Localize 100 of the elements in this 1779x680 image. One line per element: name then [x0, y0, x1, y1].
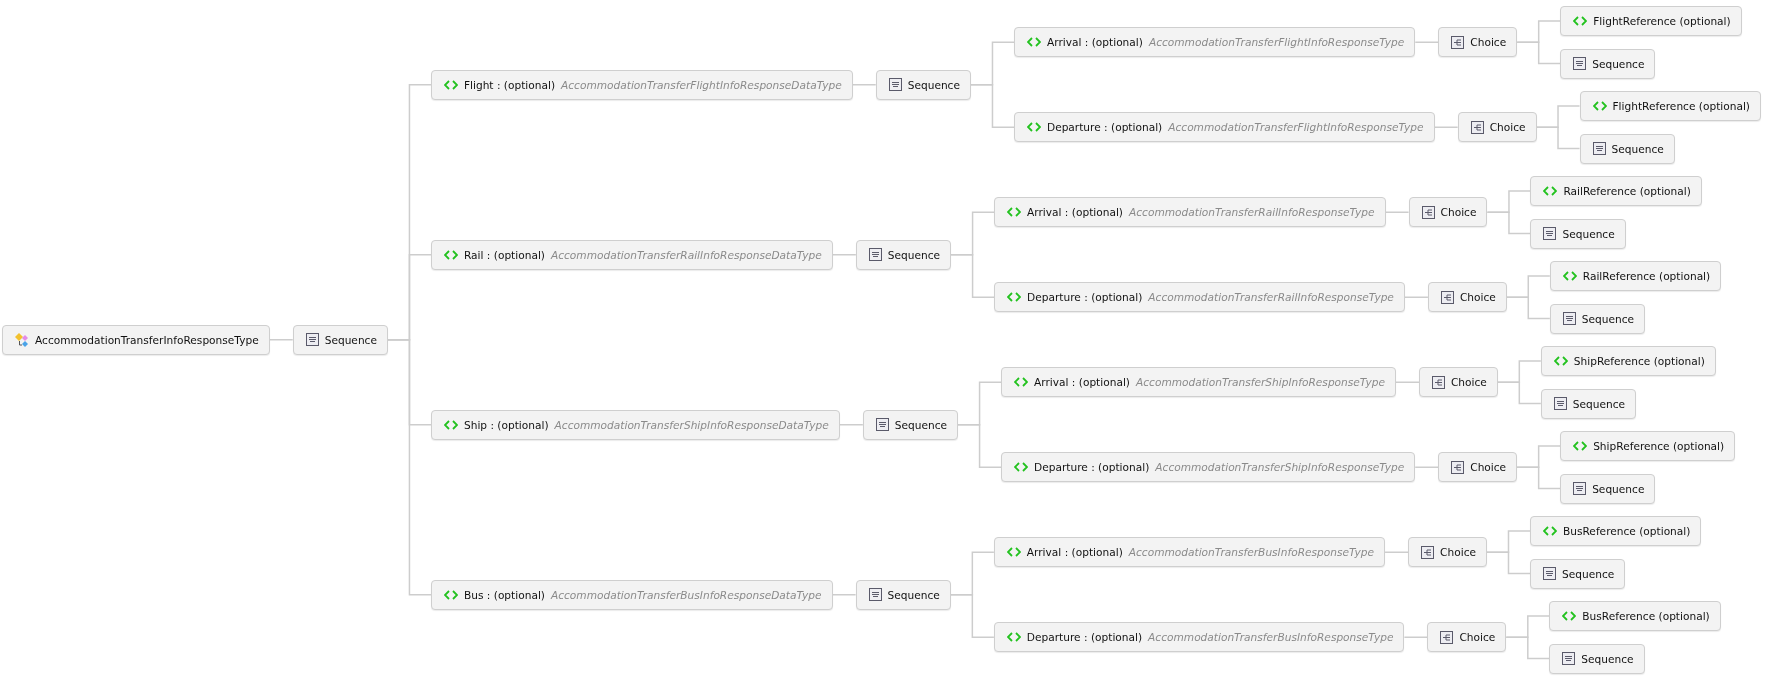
sequence-node — [292, 324, 388, 355]
element-name: Arrival : (optional) — [1034, 376, 1130, 389]
element-node — [1530, 516, 1702, 546]
type-name: AccommodationTransferFlightInfoResponseDataType — [561, 78, 842, 91]
sequence-node — [1560, 48, 1656, 79]
node-label: Sequence — [1562, 227, 1615, 240]
element-node — [1549, 261, 1722, 291]
element-node — [430, 69, 853, 100]
choice-node — [1457, 112, 1537, 143]
connector-line — [1433, 126, 1459, 128]
connector-line — [831, 594, 857, 596]
connector-line — [1404, 296, 1429, 298]
choice-node — [1408, 537, 1487, 568]
connector-line — [832, 254, 857, 256]
element-name: Departure : (optional) — [1046, 121, 1163, 134]
node-label: Sequence — [1562, 567, 1615, 580]
element-name: Departure : (optional) — [1026, 631, 1143, 644]
connector-line — [1506, 296, 1551, 320]
element-name: FlightReference (optional) — [1612, 100, 1750, 112]
element-name: RailReference (optional) — [1582, 270, 1711, 282]
connector-line — [970, 84, 1015, 128]
node-label: Choice — [1459, 631, 1496, 644]
element-node — [1560, 431, 1736, 461]
node-label: Choice — [1450, 376, 1487, 389]
choice-node — [1408, 197, 1488, 228]
type-name: AccommodationTransferShipInfoResponseType — [1136, 376, 1385, 389]
type-node — [2, 324, 270, 355]
choice-node — [1427, 622, 1507, 653]
type-name: AccommodationTransferFlightInfoResponseType — [1148, 36, 1405, 49]
element-name: Departure : (optional) — [1027, 291, 1143, 304]
element-node — [993, 537, 1386, 568]
type-name: AccommodationTransferBusInfoResponseType — [1148, 631, 1394, 644]
connector-line — [1516, 41, 1561, 65]
sequence-node — [875, 69, 971, 100]
element-node — [1540, 346, 1716, 376]
node-label: Choice — [1440, 546, 1476, 559]
connector-line — [1505, 636, 1551, 660]
connector-line — [1516, 466, 1561, 490]
element-node — [1013, 27, 1416, 58]
element-name: Ship : (optional) — [463, 418, 549, 431]
type-name: AccommodationTransferFlightInfoResponseType — [1168, 121, 1424, 134]
sequence-node — [1530, 218, 1626, 249]
element-node — [430, 409, 840, 440]
element-node — [1560, 6, 1742, 36]
element-name: BusReference (optional) — [1582, 610, 1710, 622]
node-label: Choice — [1489, 121, 1526, 134]
choice-node — [1418, 367, 1498, 398]
connector-line — [851, 84, 877, 86]
node-label: Sequence — [1592, 57, 1645, 70]
choice-node — [1427, 282, 1507, 313]
element-node — [1001, 367, 1396, 398]
sequence-node — [1560, 473, 1656, 504]
connector-line — [957, 424, 1002, 468]
sequence-node — [855, 239, 952, 270]
sequence-node — [1549, 643, 1645, 674]
choice-node — [1438, 27, 1518, 58]
element-name: Rail : (optional) — [463, 248, 545, 261]
element-node — [1549, 601, 1721, 631]
node-label: Choice — [1470, 36, 1507, 49]
node-label: Sequence — [1581, 652, 1634, 665]
element-name: ShipReference (optional) — [1573, 355, 1705, 367]
type-name: AccommodationTransferRailInfoResponseDataType — [550, 248, 822, 261]
sequence-node — [1540, 388, 1637, 419]
element-name: FlightReference (optional) — [1593, 15, 1731, 27]
element-node — [1013, 112, 1435, 143]
sequence-node — [1530, 558, 1626, 589]
connector-line — [1414, 466, 1439, 468]
type-name: AccommodationTransferShipInfoResponseDataType — [554, 418, 829, 431]
element-node — [430, 239, 833, 270]
type-name: AccommodationTransferRailInfoResponseType — [1148, 291, 1394, 304]
sequence-node — [1579, 133, 1675, 164]
node-label: AccommodationTransferInfoResponseType — [35, 333, 259, 346]
sequence-node — [855, 579, 951, 610]
connector-line — [1497, 381, 1542, 405]
element-node — [1001, 452, 1416, 483]
connector-line — [1486, 211, 1532, 235]
choice-node — [1438, 452, 1518, 483]
connector-line — [950, 594, 995, 638]
element-node — [993, 622, 1405, 653]
element-name: RailReference (optional) — [1563, 185, 1691, 197]
element-name: Arrival : (optional) — [1027, 206, 1123, 219]
node-label: Sequence — [1581, 312, 1635, 325]
sequence-node — [1549, 303, 1646, 334]
element-node — [1579, 91, 1761, 121]
connector-line — [1414, 41, 1440, 43]
node-label: Sequence — [887, 248, 941, 261]
element-name: BusReference (optional) — [1563, 525, 1691, 537]
node-label: Sequence — [1572, 397, 1626, 410]
element-name: Departure : (optional) — [1034, 461, 1150, 474]
element-node — [1530, 176, 1702, 206]
sequence-node — [862, 409, 959, 440]
node-label: Sequence — [887, 588, 940, 601]
node-label: Choice — [1470, 461, 1507, 474]
element-name: ShipReference (optional) — [1593, 440, 1725, 452]
connector-line — [268, 339, 294, 341]
node-label: Sequence — [1611, 142, 1664, 155]
element-node — [430, 579, 833, 610]
connector-line — [839, 424, 864, 426]
node-label: Sequence — [324, 333, 377, 346]
node-label: Choice — [1459, 291, 1496, 304]
